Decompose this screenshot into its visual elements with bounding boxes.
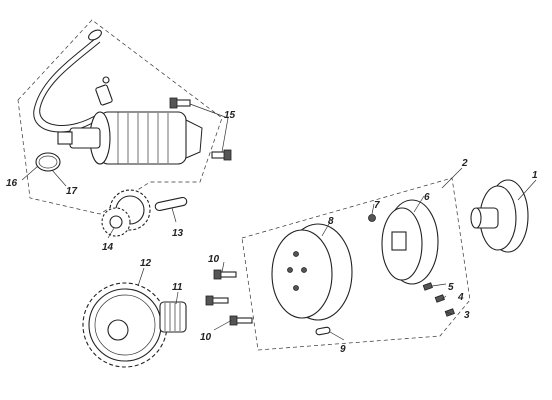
clutch-pin (315, 326, 331, 336)
callout-labels: 1 2 3 4 5 6 7 8 9 10 10 11 12 13 14 15 1… (6, 110, 538, 355)
spring-plungers (422, 282, 455, 317)
callout-1: 1 (532, 170, 538, 181)
starter-bolts (169, 97, 232, 161)
callout-7: 7 (374, 200, 380, 211)
callout-6: 6 (424, 192, 430, 203)
callout-16: 16 (6, 178, 18, 189)
callout-13: 13 (172, 228, 184, 239)
drive-flange (470, 179, 529, 253)
callout-11: 11 (172, 282, 183, 293)
callout-14: 14 (102, 242, 114, 253)
plate-screw (368, 214, 376, 222)
callout-4: 4 (457, 292, 464, 303)
clutch-plate (381, 199, 439, 285)
starter-driven-gear (82, 282, 168, 368)
clutch-screws (205, 269, 253, 326)
starter-motor (57, 111, 203, 165)
idler-shaft (154, 196, 188, 212)
needle-bearing (159, 301, 187, 333)
callout-5: 5 (448, 282, 454, 293)
one-way-clutch-outer (271, 223, 353, 321)
callout-10-bottom: 10 (200, 332, 212, 343)
idler-gear (101, 189, 151, 237)
callout-10-top: 10 (208, 254, 220, 265)
starter-group-outline (17, 19, 223, 215)
callout-17: 17 (66, 186, 78, 197)
callout-15: 15 (224, 110, 236, 121)
callout-9: 9 (340, 344, 346, 355)
callout-3: 3 (464, 310, 470, 321)
clutch-group-outline (241, 177, 471, 351)
callout-8: 8 (328, 216, 334, 227)
callout-12: 12 (140, 258, 152, 269)
leader-lines (21, 103, 537, 341)
callout-2: 2 (461, 158, 468, 169)
